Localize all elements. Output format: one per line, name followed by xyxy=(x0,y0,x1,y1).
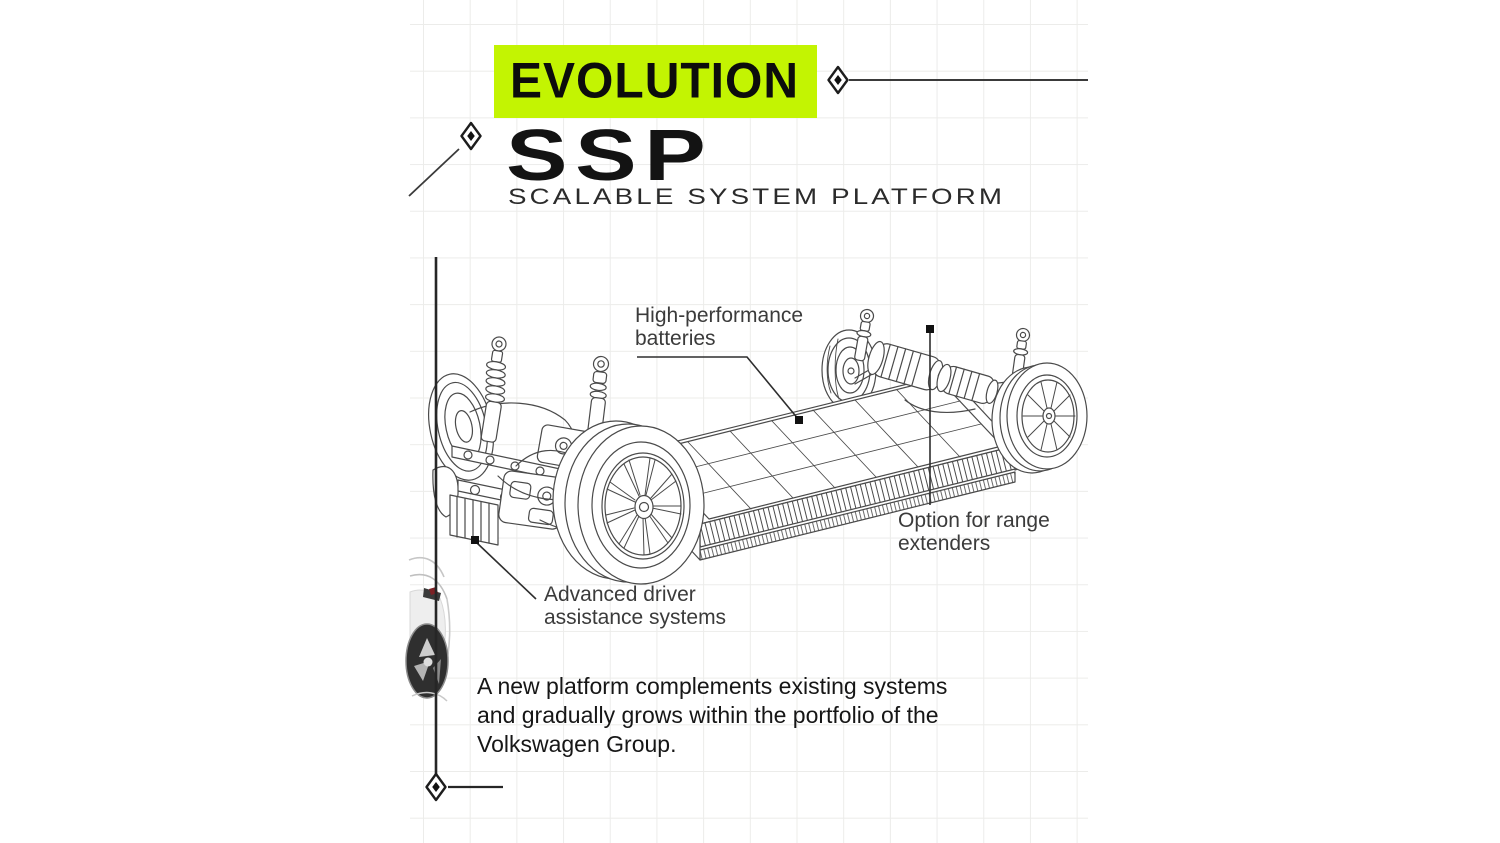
rear-wheel-near xyxy=(991,362,1088,474)
front-strut-left xyxy=(480,336,507,443)
diamond-marker-top xyxy=(827,65,849,95)
label-high-performance-batteries: High-performance batteries xyxy=(635,304,804,350)
marker-range-extenders xyxy=(926,325,934,333)
diamond-marker-bottom xyxy=(425,772,447,802)
marker-adas xyxy=(471,536,479,544)
decorations xyxy=(408,65,1088,802)
leader-line-adas xyxy=(476,542,537,600)
evolution-badge: EVOLUTION xyxy=(494,45,817,118)
page-title: SSP xyxy=(506,116,714,196)
front-drive-module xyxy=(432,402,601,546)
front-wheel-near xyxy=(552,420,705,585)
footer-paragraph: A new platform complements existing syst… xyxy=(477,673,948,757)
title-diagonal-line xyxy=(408,148,460,197)
evolution-badge-label: EVOLUTION xyxy=(510,53,800,110)
diamond-marker-left xyxy=(460,121,482,151)
leader-line-batteries xyxy=(637,356,800,421)
car-photo-fragment xyxy=(405,556,451,702)
rear-strut-far xyxy=(854,308,875,362)
drive-unit xyxy=(854,340,999,414)
label-range-extenders: Option for range extenders xyxy=(898,509,1050,555)
page-subtitle: SCALABLE SYSTEM PLATFORM xyxy=(508,184,1006,209)
marker-batteries xyxy=(795,416,803,424)
chassis-drawing xyxy=(428,308,1088,585)
car-wheel xyxy=(405,623,449,699)
leader-lines xyxy=(471,325,934,600)
label-adas: Advanced driver assistance systems xyxy=(544,583,727,629)
